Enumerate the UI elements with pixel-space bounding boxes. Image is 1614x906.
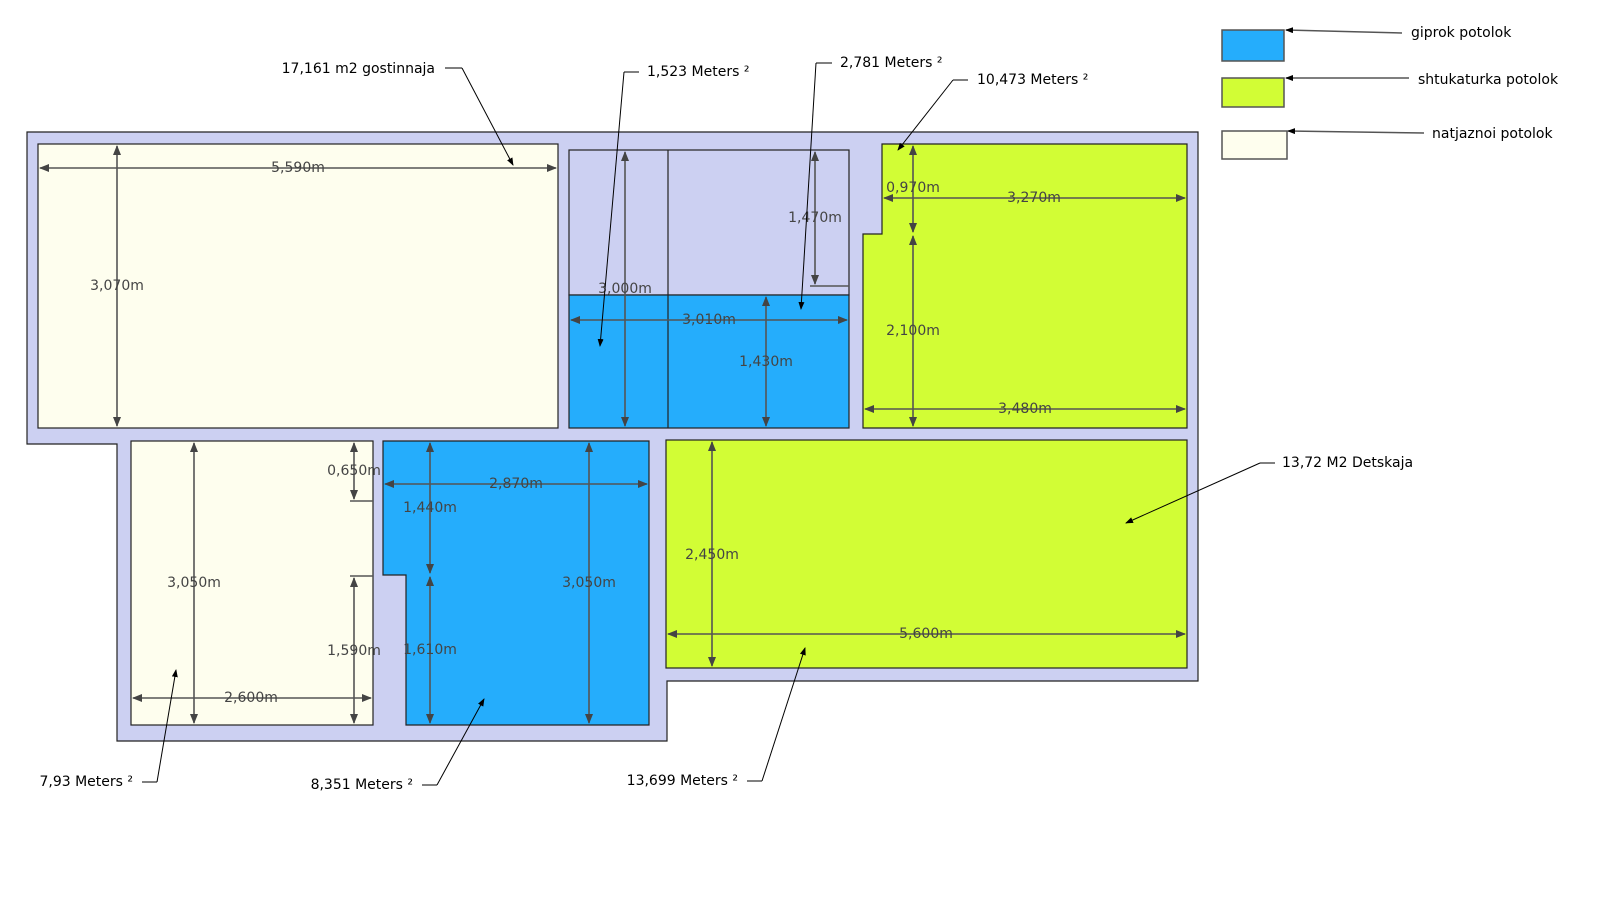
room-bottom-left xyxy=(130,440,374,726)
legend-label-shtukaturka: shtukaturka potolok xyxy=(1418,72,1559,88)
dim-label: 3,480m xyxy=(998,401,1052,417)
dim-label: 1,610m xyxy=(403,642,457,658)
area-callouts: 17,161 m2 gostinnaja 1,523 Meters ² 2,78… xyxy=(39,55,1413,793)
callout-bottom-right: 13,699 Meters ² xyxy=(627,773,738,789)
legend-swatch-giprok xyxy=(1221,29,1285,62)
dim-label: 1,440m xyxy=(403,500,457,516)
room-bottom-middle xyxy=(382,440,650,726)
legend: giprok potolok shtukaturka potolok natja… xyxy=(1221,25,1559,160)
dimension-labels: 5,590m 3,070m 3,000m 3,010m 1,470m 1,430… xyxy=(90,160,1061,706)
legend-swatch-natjaznoi xyxy=(1221,130,1288,160)
callout-mid-right: 2,781 Meters ² xyxy=(840,55,942,71)
callout-gostinnaja: 17,161 m2 gostinnaja xyxy=(282,61,435,77)
dim-label: 3,010m xyxy=(682,312,736,328)
dim-label: 2,450m xyxy=(685,547,739,563)
callout-mid-left: 1,523 Meters ² xyxy=(647,64,749,80)
dim-label: 1,470m xyxy=(788,210,842,226)
dim-label: 2,100m xyxy=(886,323,940,339)
room-top-right xyxy=(862,143,1188,429)
dimension-lines xyxy=(39,145,1186,724)
dim-label: 1,430m xyxy=(739,354,793,370)
callout-detskaja: 13,72 M2 Detskaja xyxy=(1282,455,1413,471)
callout-bottom-left: 7,93 Meters ² xyxy=(39,774,133,790)
dim-label: 5,590m xyxy=(271,160,325,176)
dim-label: 1,590m xyxy=(327,643,381,659)
dim-label: 2,600m xyxy=(224,690,278,706)
room-gostinnaja xyxy=(37,143,559,429)
dim-label: 3,000m xyxy=(598,281,652,297)
dim-label: 5,600m xyxy=(899,626,953,642)
dim-label: 0,970m xyxy=(886,180,940,196)
dim-label: 2,870m xyxy=(489,476,543,492)
dim-label: 3,050m xyxy=(562,575,616,591)
dim-label: 0,650m xyxy=(327,463,381,479)
dim-label: 3,070m xyxy=(90,278,144,294)
legend-swatch-shtukaturka xyxy=(1221,77,1285,108)
callout-top-right: 10,473 Meters ² xyxy=(977,72,1088,88)
callout-bottom-mid: 8,351 Meters ² xyxy=(311,777,413,793)
dim-label: 3,050m xyxy=(167,575,221,591)
legend-label-natjaznoi: natjaznoi potolok xyxy=(1432,126,1553,142)
dim-label: 3,270m xyxy=(1007,190,1061,206)
legend-label-giprok: giprok potolok xyxy=(1411,25,1512,41)
